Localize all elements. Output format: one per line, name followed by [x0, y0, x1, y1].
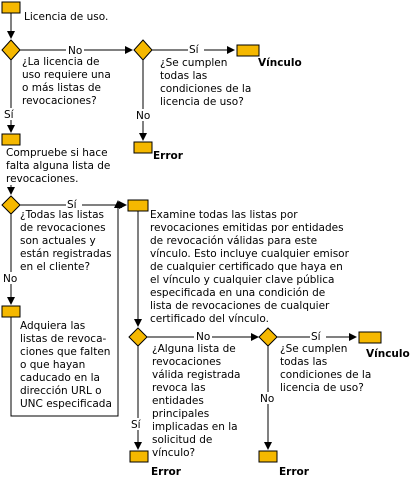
- svg-text:vínculo?: vínculo?: [152, 447, 195, 459]
- svg-text:ciones que falten: ciones que falten: [20, 346, 110, 358]
- yes-label-3: Sí: [67, 199, 78, 211]
- svg-text:uso requiere una: uso requiere una: [22, 69, 111, 81]
- no-label-5: No: [260, 393, 274, 405]
- svg-text:son actuales y: son actuales y: [20, 235, 96, 247]
- svg-text:listas de revoca-: listas de revoca-: [20, 333, 107, 345]
- examine-text: Examine todas las listas por revocacione…: [150, 209, 350, 325]
- svg-text:¿Alguna lista de: ¿Alguna lista de: [152, 343, 236, 355]
- decision-q2-text: ¿Se cumplen todas las condiciones de la …: [160, 57, 251, 108]
- svg-text:especificada en una condición: especificada en una condición de: [150, 287, 325, 299]
- svg-text:principales: principales: [152, 408, 209, 420]
- link-top-label: Vínculo: [258, 57, 302, 69]
- error-right-box: [258, 450, 278, 463]
- link-bottom-box: [358, 331, 382, 344]
- error-top-label: Error: [153, 150, 184, 162]
- decision-q5-text: ¿Se cumplen todas las condiciones de la …: [280, 343, 371, 394]
- decision-q4-diamond: [128, 327, 148, 347]
- examine-box: [127, 199, 149, 212]
- no-label-2: No: [136, 110, 150, 122]
- svg-text:implicadas en la: implicadas en la: [152, 421, 238, 433]
- connector-loop: [10, 205, 119, 417]
- svg-text:revoca las: revoca las: [152, 382, 206, 394]
- svg-text:¿Se cumplen: ¿Se cumplen: [280, 343, 347, 355]
- svg-text:de revocación válidas para est: de revocación válidas para este: [150, 235, 317, 247]
- svg-text:en el cliente?: en el cliente?: [20, 261, 90, 273]
- svg-text:revocaciones.: revocaciones.: [6, 173, 78, 185]
- no-label-3: No: [3, 273, 17, 285]
- decision-q3-text: ¿Todas las listas de revocaciones son ac…: [20, 209, 112, 273]
- svg-text:Examine todas las listas por: Examine todas las listas por: [150, 209, 298, 221]
- svg-text:revocaciones emitidas por enti: revocaciones emitidas por entidades: [150, 222, 344, 234]
- svg-text:condiciones de la: condiciones de la: [280, 369, 371, 381]
- check-box: [1, 133, 21, 146]
- svg-text:de cualquier certificado que h: de cualquier certificado que haya en: [150, 261, 343, 273]
- decision-q4-text: ¿Alguna lista de revocaciones válida reg…: [152, 343, 241, 459]
- yes-label-1: Sí: [4, 109, 15, 121]
- start-label: Licencia de uso.: [24, 11, 108, 23]
- error-right-label: Error: [279, 466, 310, 478]
- check-text: Compruebe si hace falta alguna lista de …: [6, 147, 110, 185]
- svg-text:válida registrada: válida registrada: [152, 369, 241, 381]
- acquire-box: [1, 305, 21, 318]
- error-left-box: [129, 450, 149, 463]
- svg-text:o que hayan: o que hayan: [20, 359, 85, 371]
- decision-q1-text: ¿La licencia de uso requiere una o más l…: [22, 56, 111, 107]
- decision-q1-diamond: [1, 39, 21, 61]
- no-label-4: No: [196, 331, 210, 343]
- yes-label-5: Sí: [311, 331, 322, 343]
- svg-text:están registradas: están registradas: [20, 248, 112, 260]
- svg-text:revocaciones?: revocaciones?: [22, 95, 97, 107]
- svg-text:falta alguna lista de: falta alguna lista de: [6, 160, 110, 172]
- svg-text:vínculo. Esto incluye cualquie: vínculo. Esto incluye cualquier emisor: [150, 248, 350, 260]
- decision-q2-diamond: [133, 39, 153, 61]
- svg-text:¿Todas las listas: ¿Todas las listas: [20, 209, 104, 221]
- svg-text:licencia de uso?: licencia de uso?: [160, 96, 244, 108]
- svg-text:Compruebe si hace: Compruebe si hace: [6, 147, 108, 159]
- svg-text:de revocaciones: de revocaciones: [20, 222, 106, 234]
- yes-label-2: Sí: [189, 44, 200, 56]
- decision-q3-diamond: [1, 195, 21, 215]
- svg-text:¿La licencia de: ¿La licencia de: [22, 56, 100, 68]
- svg-text:certificado del vínculo.: certificado del vínculo.: [150, 313, 269, 325]
- yes-label-4: Sí: [131, 419, 142, 431]
- link-top-box: [236, 44, 260, 57]
- svg-text:Adquiera las: Adquiera las: [20, 320, 85, 332]
- svg-text:caducado en la: caducado en la: [20, 372, 100, 384]
- start-box: [1, 1, 21, 14]
- error-left-label: Error: [151, 466, 182, 478]
- svg-text:revocaciones: revocaciones: [152, 356, 221, 368]
- acquire-text: Adquiera las listas de revoca- ciones qu…: [20, 320, 112, 410]
- svg-text:o más listas de: o más listas de: [22, 82, 101, 94]
- decision-q5-diamond: [258, 327, 278, 347]
- link-bottom-label: Vínculo: [366, 348, 410, 360]
- svg-text:UNC especificada: UNC especificada: [20, 398, 112, 410]
- svg-text:¿Se cumplen: ¿Se cumplen: [160, 57, 227, 69]
- error-top-box: [133, 141, 153, 154]
- svg-text:solicitud de: solicitud de: [152, 434, 212, 446]
- svg-text:condiciones de la: condiciones de la: [160, 83, 251, 95]
- svg-text:licencia de uso?: licencia de uso?: [280, 382, 364, 394]
- svg-text:el vínculo y cualquier clave p: el vínculo y cualquier clave pública: [150, 274, 334, 286]
- svg-text:dirección URL o: dirección URL o: [20, 385, 102, 397]
- svg-text:lista de revocaciones de cualq: lista de revocaciones de cualquier: [150, 300, 330, 312]
- svg-text:entidades: entidades: [152, 395, 204, 407]
- svg-text:todas las: todas las: [160, 70, 207, 82]
- no-label-1: No: [68, 45, 82, 57]
- svg-text:todas las: todas las: [280, 356, 327, 368]
